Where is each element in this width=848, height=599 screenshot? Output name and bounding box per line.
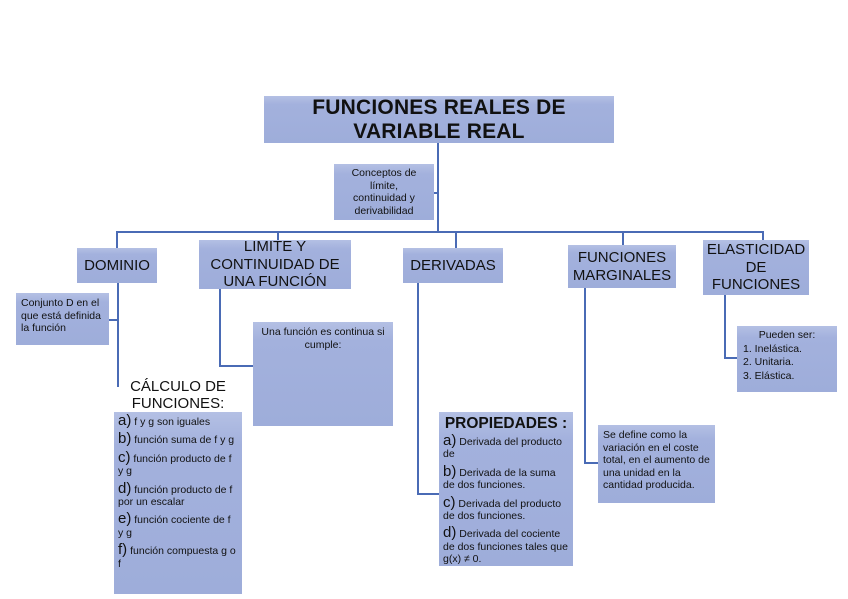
connector-drop-derivadas — [455, 231, 457, 248]
note-dominio-definition[interactable]: Conjunto D en el que está definida la fu… — [16, 293, 109, 345]
list-item-marker: d) — [118, 479, 132, 497]
list-item-text: función compuesta g o f — [118, 545, 236, 570]
list-item-text: función producto de f por un escalar — [118, 483, 233, 509]
list-item-marker: f) — [118, 541, 128, 559]
connector-dominio-down — [117, 283, 119, 387]
branch-derivadas[interactable]: DERIVADAS — [403, 248, 503, 283]
connector-limite-to-note — [219, 365, 255, 367]
list-item: a) Derivada del producto de — [443, 432, 569, 461]
list-item-marker: c) — [118, 448, 131, 466]
list-item-marker: a) — [443, 432, 457, 449]
list-item: f) función compuesta g o f — [118, 541, 238, 570]
connector-derivadas-to-props — [417, 493, 439, 495]
list-heading-propiedades: PROPIEDADES : — [444, 415, 568, 432]
list-heading-calculo: CÁLCULO DE FUNCIONES: — [130, 378, 226, 412]
list-item-text: Derivada del producto de — [443, 436, 562, 461]
branch-limite[interactable]: LÍMITE Y CONTINUIDAD DE UNA FUNCIÓN — [199, 240, 351, 289]
list-item: c) Derivada del producto de dos funcione… — [443, 493, 569, 523]
list-item-marker: b) — [443, 462, 457, 480]
note-limite-continuity[interactable]: Una función es continua si cumple: — [253, 322, 393, 426]
list-item-marker: a) — [118, 412, 132, 429]
list-item-text: Derivada del cociente de dos funciones t… — [443, 528, 568, 566]
root-title-box[interactable]: FUNCIONES REALES DE VARIABLE REAL — [264, 96, 614, 143]
list-item-text: función cociente de f y g — [118, 514, 231, 539]
list-item: b) Derivada de la suma de dos funciones. — [443, 462, 569, 492]
list-item-text: función suma de f y g — [134, 434, 235, 447]
list-item-text: Derivada de la suma de dos funciones. — [443, 466, 556, 492]
list-item: 2. Unitaria. — [743, 356, 794, 369]
list-item: b) función suma de f y g — [118, 430, 238, 448]
branch-dominio[interactable]: DOMINIO — [77, 248, 157, 283]
list-propiedades-derivadas[interactable]: PROPIEDADES : a) Derivada del producto d… — [439, 412, 573, 566]
connector-drop-dominio — [116, 231, 118, 248]
list-item: a) f y g son iguales — [118, 412, 238, 429]
list-item: e) función cociente de f y g — [118, 510, 238, 539]
note-elasticidad-heading: Pueden ser: — [758, 329, 816, 341]
note-elasticidad-list: 1. Inelástica. 2. Unitaria. 3. Elástica. — [741, 343, 833, 383]
connector-elasticidad-to-note — [724, 357, 737, 359]
connector-main-bus — [116, 231, 764, 233]
connector-marginales-down — [584, 288, 586, 463]
note-limite-continuity-text: Una función es continua si cumple: — [261, 326, 385, 351]
list-item-text: f y g son iguales — [134, 416, 211, 428]
branch-marginales[interactable]: FUNCIONES MARGINALES — [568, 245, 676, 288]
connector-dominio-to-note — [104, 319, 118, 321]
list-item-text: Derivada del producto de dos funciones. — [443, 497, 562, 523]
note-marginales-definition[interactable]: Se define como la variación en el coste … — [598, 425, 715, 503]
list-calculo-funciones[interactable]: a) f y g son iguales b) función suma de … — [114, 412, 242, 594]
list-item-marker: d) — [443, 524, 457, 542]
connector-drop-marginales — [622, 231, 624, 245]
connector-root-to-subtitle — [432, 192, 439, 194]
connector-marginales-to-note — [584, 462, 598, 464]
list-item: d) función producto de f por un escalar — [118, 479, 238, 509]
list-item: d) Derivada del cociente de dos funcione… — [443, 524, 569, 566]
connector-limite-down — [219, 289, 221, 366]
list-item-text: función producto de f y g — [118, 452, 232, 478]
list-item-marker: e) — [118, 510, 132, 528]
list-item: c) función producto de f y g — [118, 448, 238, 478]
connector-drop-elasticidad — [762, 231, 764, 240]
list-item: 3. Elástica. — [743, 369, 795, 382]
connector-drop-limite — [277, 231, 279, 240]
connector-elasticidad-down — [724, 295, 726, 358]
connector-root-down — [437, 143, 439, 232]
branch-elasticidad[interactable]: ELASTICIDAD DE FUNCIONES — [703, 240, 809, 295]
subtitle-note-box[interactable]: Conceptos de límite, continuidad y deriv… — [334, 164, 434, 220]
list-item-marker: b) — [118, 430, 132, 448]
connector-derivadas-down — [417, 283, 419, 494]
list-item-marker: c) — [443, 493, 456, 511]
list-item: 1. Inelástica. — [743, 343, 802, 356]
note-elasticidad-types[interactable]: Pueden ser: 1. Inelástica. 2. Unitaria. … — [737, 326, 837, 392]
